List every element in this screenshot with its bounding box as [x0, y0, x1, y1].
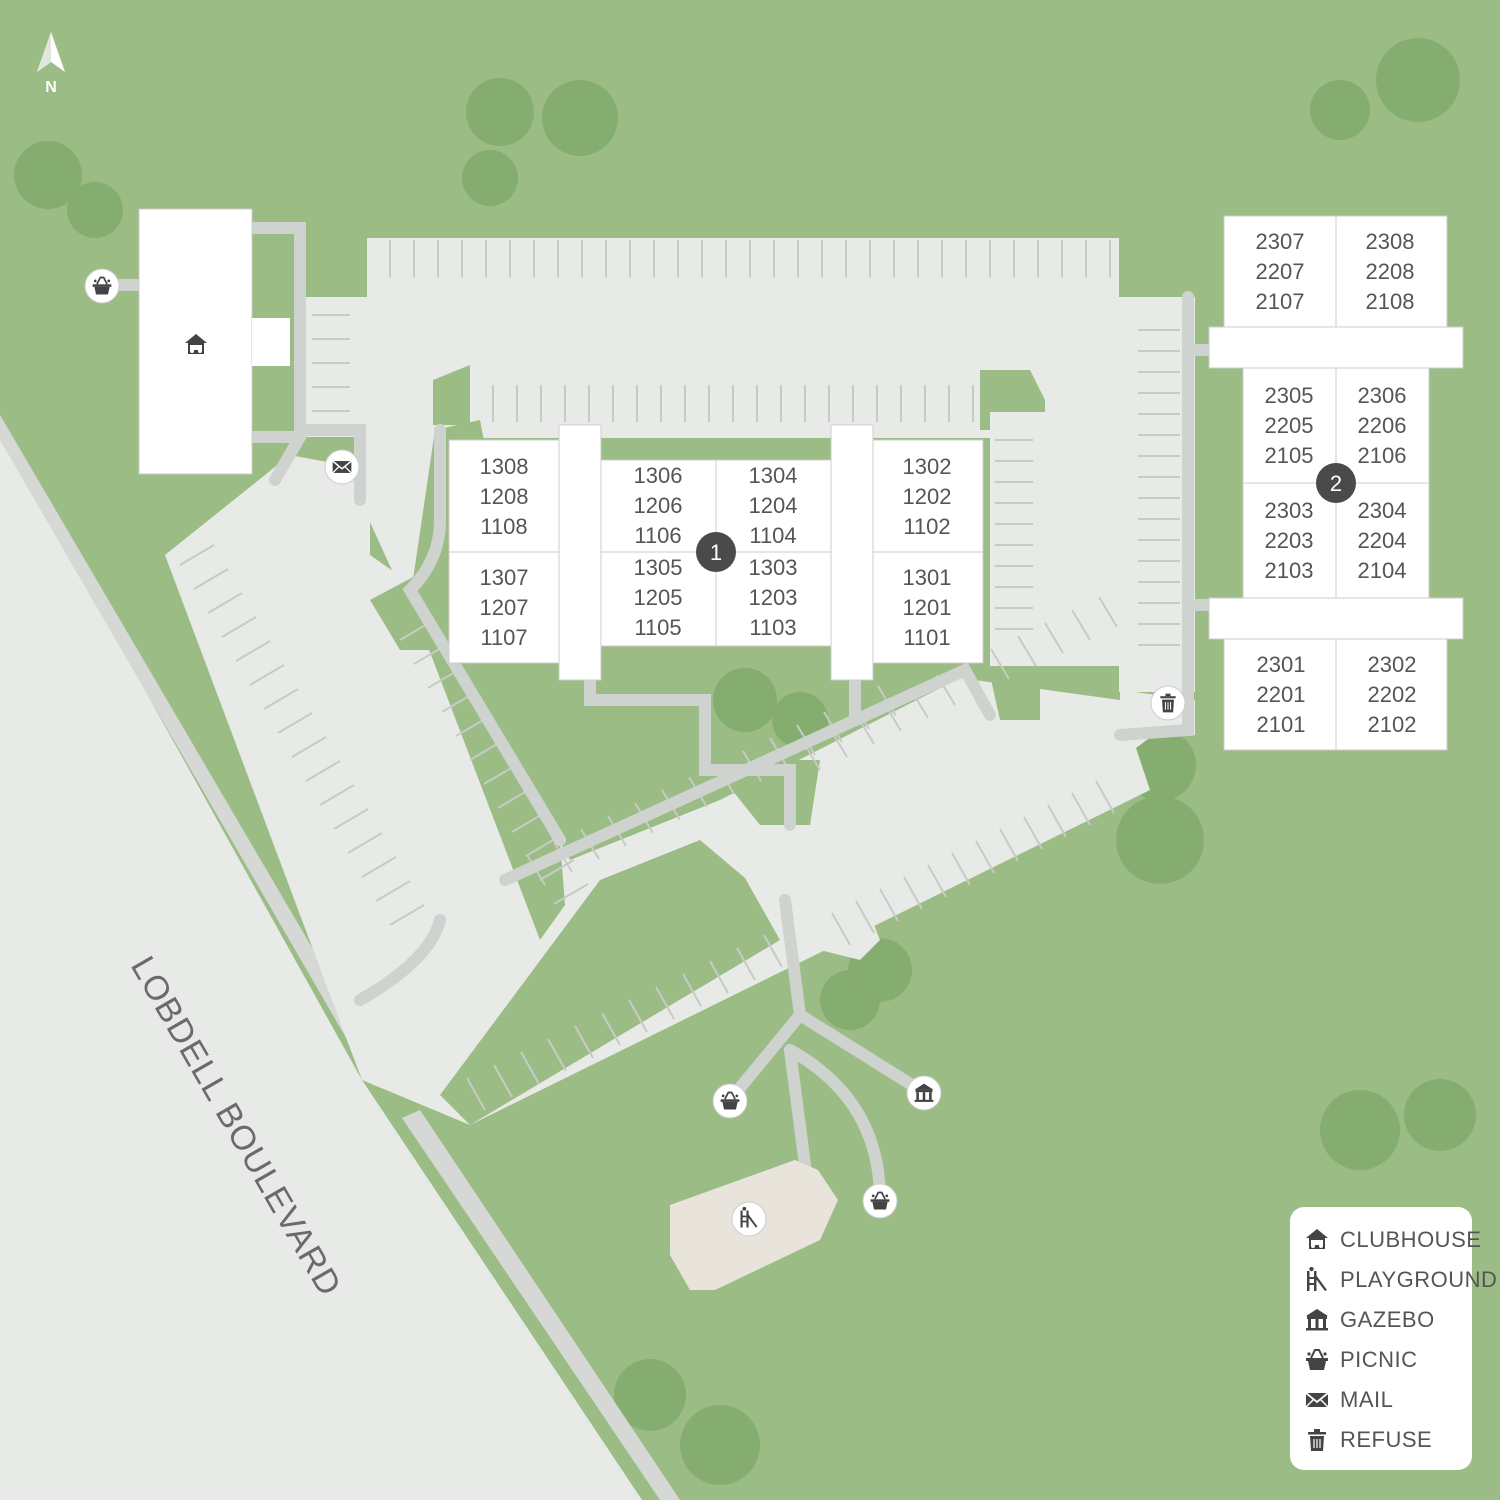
unit-number[interactable]: 1306: [634, 463, 683, 488]
unit-number[interactable]: 2208: [1366, 259, 1415, 284]
unit-number[interactable]: 2205: [1265, 413, 1314, 438]
unit-number[interactable]: 1104: [749, 523, 796, 548]
refuse-icon: [1307, 1428, 1327, 1452]
mail-icon: [331, 460, 353, 474]
unit-number[interactable]: 1203: [749, 585, 798, 610]
unit-number[interactable]: 2202: [1368, 682, 1417, 707]
building-2: 2307 2207 2107 2308 2208 2108 2305 2205 2105 2306…: [1208, 215, 1464, 751]
legend-item-gazebo: GAZEBO: [1304, 1305, 1435, 1335]
unit-number[interactable]: 1103: [749, 615, 796, 640]
amenity-picnic-clubhouse[interactable]: [84, 268, 120, 304]
unit-number[interactable]: 2101: [1257, 712, 1306, 737]
compass-label: N: [45, 79, 57, 96]
map-legend: CLUBHOUSE PLAYGROUND GAZEBO PICNIC MAIL …: [1290, 1207, 1497, 1470]
unit-number[interactable]: 1105: [634, 615, 681, 640]
legend-label: CLUBHOUSE: [1340, 1227, 1482, 1252]
svg-text:2: 2: [1330, 471, 1342, 496]
amenity-refuse[interactable]: [1150, 685, 1186, 721]
unit-number[interactable]: 2104: [1358, 558, 1407, 583]
unit-number[interactable]: 1204: [749, 493, 798, 518]
legend-item-picnic: PICNIC: [1304, 1345, 1418, 1375]
unit-number[interactable]: 2105: [1265, 443, 1314, 468]
legend-label: MAIL: [1340, 1387, 1394, 1412]
unit-number[interactable]: 1102: [903, 514, 950, 539]
unit-number[interactable]: 2304: [1358, 498, 1407, 523]
legend-label: PICNIC: [1340, 1347, 1418, 1372]
gazebo-icon: [1306, 1309, 1328, 1331]
building-1-marker[interactable]: 1: [696, 532, 736, 572]
amenity-gazebo[interactable]: [906, 1075, 942, 1111]
unit-number[interactable]: 2308: [1366, 229, 1415, 254]
building-1: 1308 1208 1108 1307 1207 1107 1306 1206 1106 1304…: [448, 424, 984, 681]
building-2-marker[interactable]: 2: [1316, 463, 1356, 503]
unit-number[interactable]: 2107: [1256, 289, 1305, 314]
unit-number[interactable]: 2303: [1265, 498, 1314, 523]
unit-number[interactable]: 2203: [1265, 528, 1314, 553]
unit-number[interactable]: 2206: [1358, 413, 1407, 438]
unit-number[interactable]: 1305: [634, 555, 683, 580]
playground-icon: [1307, 1267, 1327, 1291]
legend-item-playground: PLAYGROUND: [1304, 1265, 1497, 1295]
legend-label: PLAYGROUND: [1340, 1267, 1498, 1292]
unit-number[interactable]: 1208: [480, 484, 529, 509]
unit-number[interactable]: 1202: [903, 484, 952, 509]
unit-number[interactable]: 1106: [634, 523, 681, 548]
unit-number[interactable]: 1206: [634, 493, 683, 518]
mail-icon: [1305, 1392, 1329, 1408]
walkways: [114, 222, 1216, 1206]
north-compass: N: [37, 32, 65, 96]
unit-number[interactable]: 1301: [903, 565, 952, 590]
unit-number[interactable]: 1303: [749, 555, 798, 580]
amenity-playground[interactable]: [731, 1201, 767, 1237]
unit-number[interactable]: 2204: [1358, 528, 1407, 553]
unit-number[interactable]: 1205: [634, 585, 683, 610]
unit-number[interactable]: 1302: [903, 454, 952, 479]
unit-number[interactable]: 2207: [1256, 259, 1305, 284]
clubhouse-icon: [1306, 1229, 1328, 1249]
unit-number[interactable]: 2306: [1358, 383, 1407, 408]
unit-number[interactable]: 1304: [749, 463, 798, 488]
parking-stalls: [179, 240, 1180, 1111]
amenity-picnic-west[interactable]: [712, 1083, 748, 1119]
legend-item-mail: MAIL: [1304, 1385, 1393, 1415]
unit-number[interactable]: 1308: [480, 454, 529, 479]
unit-number[interactable]: 1107: [480, 625, 527, 650]
legend-item-clubhouse: CLUBHOUSE: [1304, 1225, 1481, 1255]
clubhouse-building: [138, 208, 290, 475]
unit-number[interactable]: 1108: [480, 514, 527, 539]
legend-item-refuse: REFUSE: [1304, 1425, 1432, 1455]
unit-number[interactable]: 2102: [1368, 712, 1417, 737]
unit-number[interactable]: 2106: [1358, 443, 1407, 468]
unit-number[interactable]: 1307: [480, 565, 529, 590]
picnic-icon: [1305, 1349, 1329, 1371]
unit-number[interactable]: 1101: [903, 625, 950, 650]
unit-number[interactable]: 1201: [903, 595, 952, 620]
svg-text:1: 1: [710, 540, 722, 565]
unit-number[interactable]: 2201: [1257, 682, 1306, 707]
legend-label: REFUSE: [1340, 1427, 1433, 1452]
unit-number[interactable]: 2103: [1265, 558, 1314, 583]
amenity-mail[interactable]: [324, 449, 360, 485]
trees: [14, 38, 1476, 1485]
unit-number[interactable]: 2305: [1265, 383, 1314, 408]
unit-number[interactable]: 2307: [1256, 229, 1305, 254]
amenity-picnic-east[interactable]: [862, 1183, 898, 1219]
unit-number[interactable]: 1207: [480, 595, 529, 620]
lobdell-boulevard: [0, 430, 642, 1500]
unit-number[interactable]: 2302: [1368, 652, 1417, 677]
legend-label: GAZEBO: [1340, 1307, 1435, 1332]
unit-number[interactable]: 2108: [1366, 289, 1415, 314]
unit-number[interactable]: 2301: [1257, 652, 1306, 677]
